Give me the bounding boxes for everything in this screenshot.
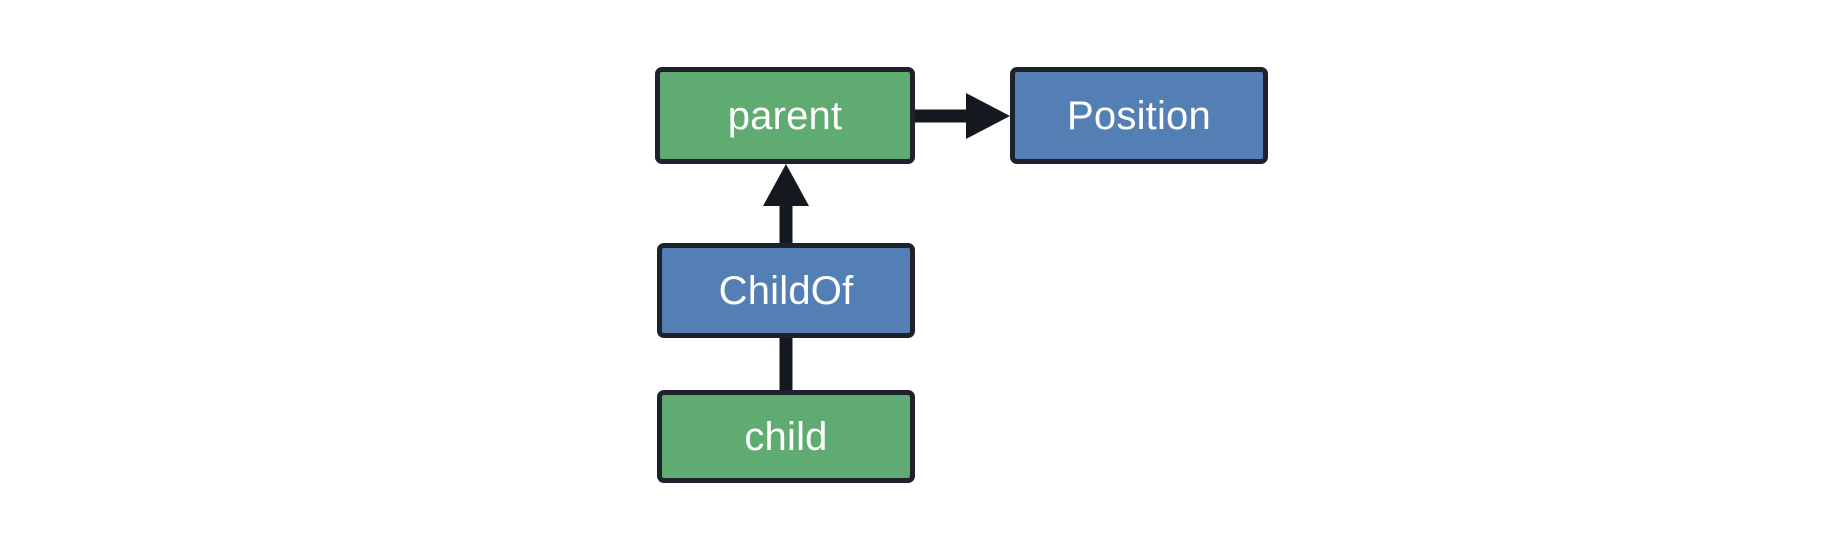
edge-childof-to-parent xyxy=(763,164,809,243)
node-childof[interactable]: ChildOf xyxy=(657,243,915,338)
node-position[interactable]: Position xyxy=(1010,67,1268,164)
node-child[interactable]: child xyxy=(657,390,915,483)
edge-parent-to-position xyxy=(915,93,1010,139)
node-parent[interactable]: parent xyxy=(655,67,915,164)
